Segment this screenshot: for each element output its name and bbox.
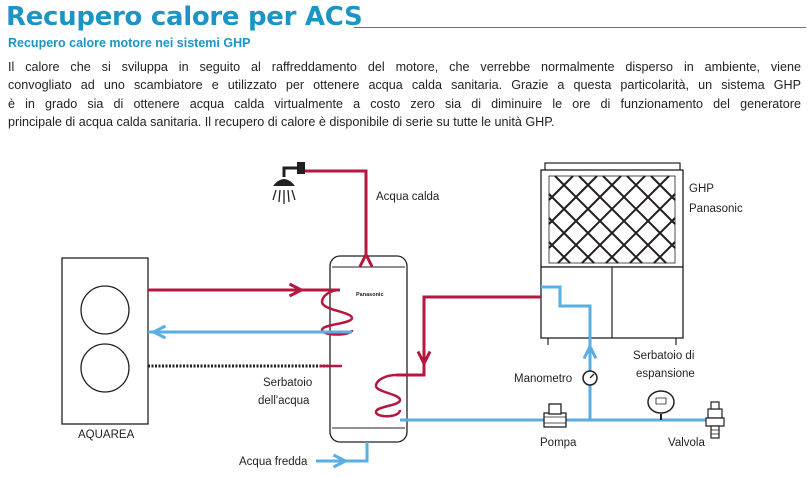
valve-icon: [705, 401, 725, 439]
fan-icon: [80, 343, 130, 393]
serbatoio-esp-label-2: espansione: [636, 368, 695, 380]
page-title: Recupero calore per ACS: [6, 2, 363, 32]
manometer-icon: [582, 370, 598, 386]
aquarea-unit: [61, 257, 149, 425]
valvola-label: Valvola: [668, 437, 705, 449]
tank-brand-label: Panasonic: [356, 292, 384, 298]
ghp-label-brand: Panasonic: [689, 203, 743, 215]
acqua-calda-label: Acqua calda: [376, 191, 440, 203]
pompa-label: Pompa: [540, 437, 577, 449]
paragraph-line: principale di acqua calda sanitaria. Il …: [8, 115, 555, 130]
hot-pipes: [148, 166, 541, 418]
paragraph-line: è in grado sia di ottenere acqua calda v…: [8, 96, 801, 111]
shower-icon: [272, 162, 305, 204]
pump-icon: [543, 403, 567, 428]
expansion-tank-icon: [647, 390, 675, 420]
manometro-label: Manometro: [514, 373, 572, 385]
title-rule: [354, 27, 806, 28]
intro-paragraph: Il calore che si sviluppa in seguito al …: [8, 58, 801, 132]
page-subtitle: Recupero calore motore nei sistemi GHP: [8, 36, 251, 50]
ghp-label: GHP: [689, 183, 714, 195]
paragraph-line: convogliato ad uno scambiatore e utilizz…: [8, 78, 801, 93]
acqua-fredda-label: Acqua fredda: [239, 456, 308, 468]
fan-icon: [80, 285, 130, 335]
ghp-unit: [540, 162, 684, 345]
paragraph-line: Il calore che si sviluppa in seguito al …: [8, 60, 801, 74]
serbatoio-label: Serbatoio: [263, 377, 312, 389]
title-row: Recupero calore per ACS: [6, 0, 806, 34]
serbatoio-label-2: dell'acqua: [258, 395, 310, 407]
serbatoio-esp-label: Serbatoio di: [633, 350, 694, 362]
aquarea-label: AQUAREA: [78, 429, 135, 441]
